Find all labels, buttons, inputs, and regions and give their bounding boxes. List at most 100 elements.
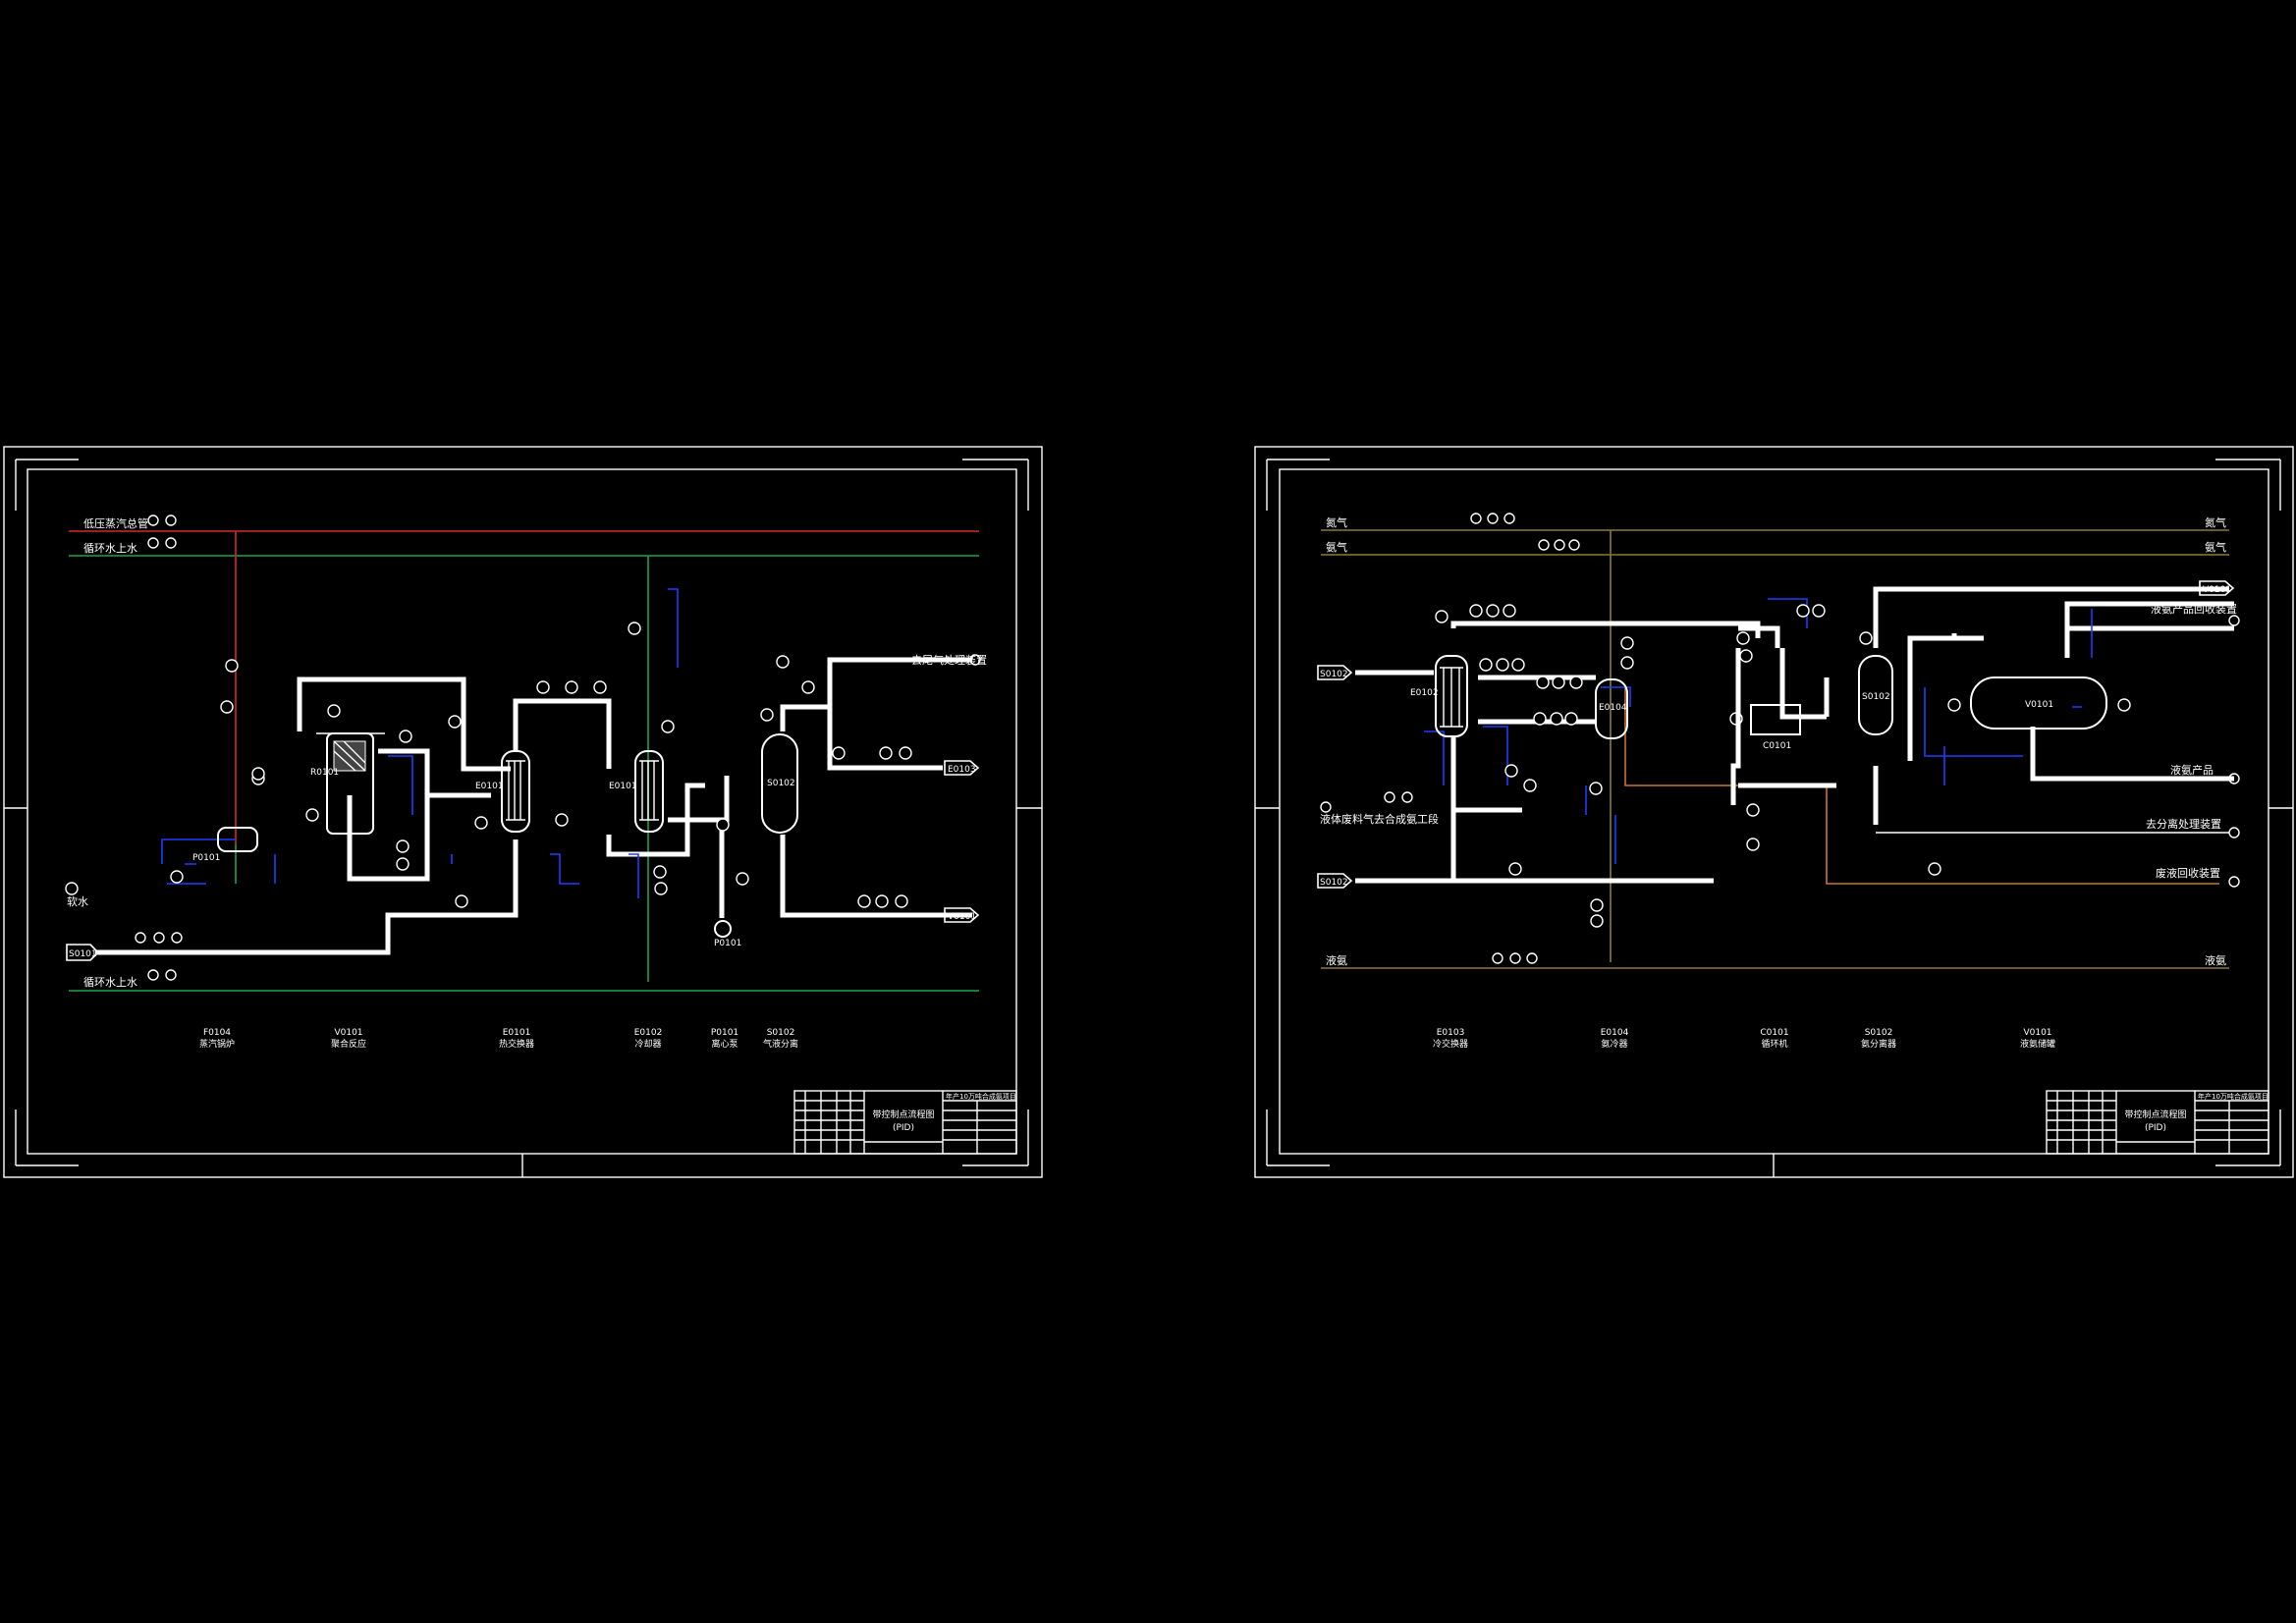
orange-lines (1624, 687, 2219, 885)
svg-text:氨气: 氨气 (2205, 540, 2226, 554)
equipment-tag-e0101-a: E0101 (475, 782, 504, 791)
svg-text:去分离处理装置: 去分离处理装置 (2146, 817, 2221, 831)
svg-text:离心泵: 离心泵 (711, 1038, 738, 1050)
svg-text:液氨产品: 液氨产品 (2170, 763, 2214, 777)
svg-text:年产10万吨合成氨项目: 年产10万吨合成氨项目 (946, 1092, 1016, 1101)
stream-out-v0101[interactable]: V0101 (944, 907, 980, 923)
svg-text:V0101: V0101 (2023, 1028, 2051, 1038)
process-pipe-to-separator (668, 776, 730, 918)
trim-marks (1255, 459, 2293, 1177)
utility-label-steam: 低压蒸汽总管 (83, 516, 148, 530)
separator-s0102: S0102 (761, 733, 798, 834)
svg-text:S0101: S0101 (69, 949, 97, 959)
sheet-right: 氮气 氨气 液氨 氮气 氨气 液氨 E0102 E0104 C0101 (1254, 446, 2294, 1178)
svg-text:带控制点流程图: 带控制点流程图 (872, 1109, 934, 1120)
svg-text:V0101: V0101 (334, 1028, 362, 1038)
svg-text:蒸汽锅炉: 蒸汽锅炉 (199, 1038, 235, 1050)
svg-text:S0102: S0102 (767, 1028, 795, 1038)
svg-text:C0101: C0101 (1760, 1028, 1788, 1038)
process-pipe-e0101-bottom (606, 783, 705, 857)
signal-lines-right (1424, 598, 2093, 864)
svg-text:(PID): (PID) (2145, 1123, 2166, 1133)
svg-text:液氨储罐: 液氨储罐 (2020, 1038, 2055, 1050)
svg-text:E0104: E0104 (1601, 1028, 1629, 1038)
svg-text:E0102: E0102 (634, 1028, 663, 1038)
svg-text:聚合反应: 聚合反应 (331, 1038, 366, 1050)
stream-out-separation[interactable]: 去分离处理装置 (1876, 817, 2240, 839)
process-pipe-feed-s0101 (95, 839, 519, 955)
svg-text:液氨产品回收装置: 液氨产品回收装置 (2151, 602, 2237, 616)
signal-lines-left (161, 588, 679, 898)
stream-in-s0101[interactable]: S0101 (66, 944, 100, 961)
process-pipe-e0101-top (513, 698, 612, 769)
stream-in-s0102-bottom[interactable]: S0102 (1317, 873, 1353, 889)
utility-label-n2: 氮气 (1326, 515, 1347, 529)
stream-in-s0102-top[interactable]: S0102 (1317, 665, 1353, 680)
svg-text:C0101: C0101 (1763, 741, 1791, 751)
inner-border (27, 468, 1017, 1155)
equipment-legend-left: F0104 蒸汽锅炉 V0101 聚合反应 E0101 热交换器 E0102 冷… (199, 1028, 798, 1050)
stream-in-purge-gas[interactable]: 液体废料气去合成氨工段 (1320, 801, 1439, 826)
svg-text:液体废料气去合成氨工段: 液体废料气去合成氨工段 (1320, 812, 1439, 826)
svg-text:去尾气处理装置: 去尾气处理装置 (911, 653, 987, 667)
utility-label-liq-nh3: 液氨 (1326, 953, 1347, 967)
stream-out-recovery[interactable]: 液氨产品回收装置 (2151, 602, 2240, 626)
svg-text:V0101: V0101 (948, 912, 976, 922)
svg-text:带控制点流程图: 带控制点流程图 (2124, 1109, 2186, 1120)
svg-text:S0102: S0102 (1320, 670, 1348, 679)
utility-label-cw: 循环水上水 (83, 542, 137, 555)
process-pipe-compressor (1730, 625, 1836, 805)
stream-out-waste[interactable]: 废液回收装置 (2156, 866, 2240, 888)
title-block-right: 年产10万吨合成氨项目 带控制点流程图 (PID) (2046, 1090, 2269, 1155)
process-pipe-to-v0101 (1873, 586, 2234, 825)
heat-exchanger-e0101-b: E0101 (609, 750, 664, 833)
svg-text:E0104: E0104 (1599, 703, 1627, 713)
svg-text:E0103: E0103 (948, 765, 976, 775)
boiler-f0104: P0101 (192, 827, 258, 863)
reactor-r0101: R0101 (310, 732, 385, 835)
heat-exchanger-e0101-a: E0101 (475, 750, 530, 833)
pump-p0101: P0101 (714, 920, 741, 948)
svg-text:液氨: 液氨 (2205, 953, 2226, 967)
stream-out-offgas[interactable]: 去尾气处理装置 (911, 653, 987, 667)
svg-text:冷却器: 冷却器 (634, 1038, 661, 1050)
svg-text:V0101: V0101 (2203, 585, 2231, 595)
equipment-tag-p0101-b: P0101 (714, 939, 741, 948)
svg-text:S0102: S0102 (1865, 1028, 1893, 1038)
stream-out-v0101-r[interactable]: V0101 (2199, 580, 2235, 596)
separator-s0102-r: S0102 (1858, 655, 1893, 735)
instrument-bubbles-left (65, 514, 912, 981)
equipment-tag-s0102: S0102 (767, 779, 795, 788)
svg-text:氨分离器: 氨分离器 (1861, 1038, 1896, 1050)
svg-text:F0104: F0104 (203, 1028, 231, 1038)
svg-text:S0102: S0102 (1320, 878, 1348, 888)
process-pipe-right-exits (2064, 601, 2234, 658)
svg-text:S0102: S0102 (1862, 692, 1890, 702)
process-pipe-main-right (1355, 621, 1761, 884)
svg-text:循环机: 循环机 (1761, 1038, 1787, 1050)
svg-text:E0102: E0102 (1410, 688, 1439, 698)
svg-text:P0101: P0101 (711, 1028, 738, 1038)
sheet-left: 低压蒸汽总管 循环水上水 循环水上水 R0101 E0101 (3, 446, 1043, 1178)
equipment-tag-e0101-b: E0101 (609, 782, 637, 791)
storage-tank-v0101: V0101 (1970, 676, 2107, 730)
svg-text:氮气: 氮气 (2205, 515, 2226, 529)
exchanger-e0102-r: E0102 (1410, 655, 1468, 737)
utility-label-cw-bottom: 循环水上水 (83, 976, 137, 989)
stream-out-product[interactable]: 液氨产品 (2170, 763, 2240, 784)
svg-text:气液分离: 气液分离 (763, 1038, 798, 1050)
inner-border (1279, 468, 2269, 1155)
svg-text:冷交换器: 冷交换器 (1433, 1038, 1468, 1050)
equipment-tag-p0101-a: P0101 (192, 853, 220, 863)
outer-border (1254, 446, 2294, 1178)
instrument-bubbles-right (1384, 513, 2131, 964)
svg-text:年产10万吨合成氨项目: 年产10万吨合成氨项目 (2198, 1092, 2269, 1101)
trim-marks (4, 459, 1042, 1177)
equipment-tag-r0101: R0101 (310, 768, 339, 778)
stream-out-e0103[interactable]: E0103 (944, 760, 980, 776)
title-block-left: 年产10万吨合成氨项目 带控制点流程图 (PID) (793, 1090, 1017, 1155)
ammonia-cooler-e0104: E0104 (1595, 678, 1628, 739)
svg-text:氨冷器: 氨冷器 (1601, 1038, 1627, 1050)
svg-text:废液回收装置: 废液回收装置 (2156, 866, 2220, 880)
